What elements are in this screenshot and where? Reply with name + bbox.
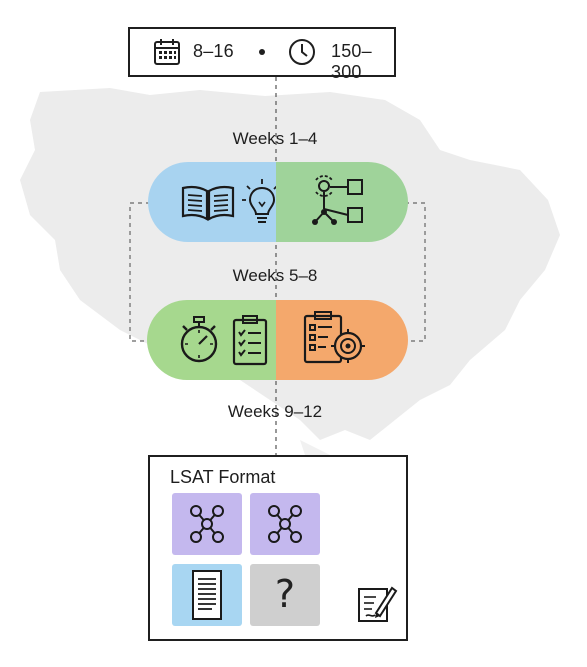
phase-2-pill — [147, 300, 408, 380]
checklist-icon — [232, 315, 268, 366]
lightbulb-icon — [242, 179, 282, 223]
phase-2-practice-section — [147, 300, 276, 380]
format-title: LSAT Format — [170, 467, 276, 487]
writing-icon — [358, 586, 398, 622]
phase-1-pill — [148, 162, 408, 242]
clock-icon — [289, 39, 315, 65]
phase-1-study-section — [148, 162, 282, 242]
section-tile-unknown: ? — [250, 564, 320, 626]
section-tile-logic-1 — [172, 493, 242, 555]
study-summary-box: 8–16 150–300 — [128, 27, 396, 82]
question-icon: ? — [274, 572, 296, 616]
phase-1-label: Weeks 1–4 — [232, 129, 318, 148]
open-book-icon — [181, 185, 235, 221]
lsat-format-box: LSAT Format — [148, 455, 408, 641]
section-tile-reading — [172, 564, 242, 626]
document-icon — [192, 570, 222, 620]
phase-1-logic-section — [276, 162, 408, 242]
logic-diagram-icon — [312, 175, 363, 225]
target-clipboard-icon — [303, 311, 365, 364]
hours-value: 150–300 — [331, 41, 372, 82]
calendar-icon — [154, 39, 180, 65]
phase-2-test-section — [276, 300, 408, 380]
network-icon — [190, 505, 224, 543]
phase-2-label: Weeks 5–8 — [232, 266, 318, 285]
section-tile-logic-2 — [250, 493, 320, 555]
phase-3-label: Weeks 9–12 — [227, 402, 323, 421]
days-value: 8–16 — [193, 41, 234, 61]
network-icon — [268, 505, 302, 543]
separator-dot — [259, 49, 265, 55]
stopwatch-icon — [180, 316, 218, 363]
